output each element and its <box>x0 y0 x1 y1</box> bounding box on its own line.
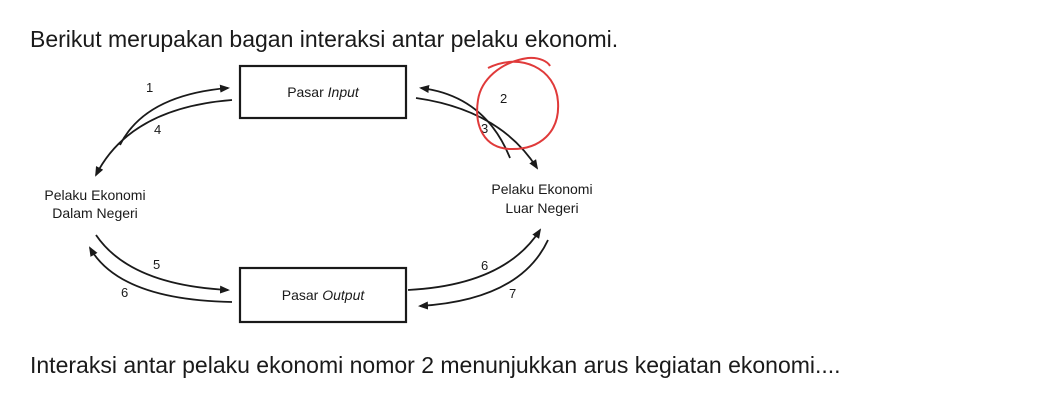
arrow-6-right <box>407 228 542 291</box>
pasar-input-label: Pasar Input <box>287 84 360 100</box>
arrow-1 <box>119 84 230 146</box>
number-2: 2 <box>500 91 507 106</box>
number-3: 3 <box>481 121 488 136</box>
arrow-4 <box>95 99 233 177</box>
arrow-7 <box>418 239 549 310</box>
arrow-6-left <box>88 246 233 303</box>
pasar-output-label: Pasar Output <box>282 287 366 303</box>
number-6-right: 6 <box>481 258 488 273</box>
number-4: 4 <box>154 122 161 137</box>
pasar-output-box <box>238 266 408 324</box>
number-6-left: 6 <box>121 285 128 300</box>
foreign-actor-label-line1: Pelaku Ekonomi <box>491 181 592 197</box>
arrow-3 <box>415 97 539 170</box>
arrow-2 <box>419 85 511 159</box>
domestic-actor-label-line2: Dalam Negeri <box>52 205 138 221</box>
number-1: 1 <box>146 80 153 95</box>
number-5: 5 <box>153 257 160 272</box>
number-7: 7 <box>509 286 516 301</box>
arrow-5 <box>95 234 230 294</box>
question-intro: Berikut merupakan bagan interaksi antar … <box>30 26 619 52</box>
domestic-actor-label-line1: Pelaku Ekonomi <box>44 187 145 203</box>
foreign-actor-label-line2: Luar Negeri <box>505 200 578 216</box>
highlight-circle <box>476 56 560 151</box>
pasar-input-box <box>238 64 408 120</box>
question-prompt: Interaksi antar pelaku ekonomi nomor 2 m… <box>30 352 841 378</box>
